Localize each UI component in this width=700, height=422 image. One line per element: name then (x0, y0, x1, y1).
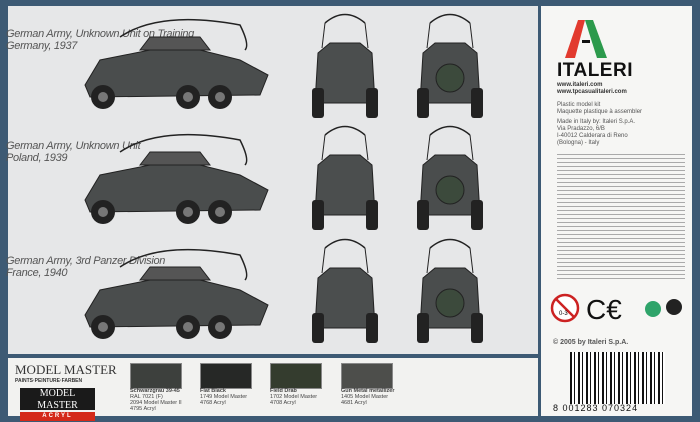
barcode (570, 352, 665, 404)
maker-address: Made in Italy by: Italeri S.p.A.Via Prad… (557, 119, 635, 147)
vehicle-side-view (84, 248, 269, 340)
vehicle-illustrations (84, 13, 484, 344)
paint-code: 2094 Model Master II (130, 400, 182, 406)
model-master-logo: MODEL MASTER (15, 362, 117, 377)
website-link[interactable]: www.italeri.com (557, 82, 603, 88)
paint-swatch (270, 363, 322, 389)
paint-swatch (130, 363, 182, 389)
paint-swatch (341, 363, 393, 389)
model-master-acryl-logo: MODEL MASTER ACRYL (20, 388, 95, 421)
vehicle-front-view (311, 13, 379, 119)
paint-swatch (200, 363, 252, 389)
maker-line: I-40012 Calderara di Reno (557, 133, 628, 139)
pct-mark-icon (666, 299, 682, 315)
svg-text:0-3: 0-3 (559, 311, 568, 317)
caption-line: Germany, 1937 (6, 40, 78, 52)
caption-line: Poland, 1939 (6, 152, 68, 164)
paint-code: 1405 Model Master (341, 394, 389, 400)
maker-line: Via Pradazzo, 6/B (557, 126, 605, 132)
caption-line: France, 1940 (6, 267, 68, 279)
vehicle-rear-view (416, 238, 484, 344)
product-line: Plastic model kit (557, 102, 601, 108)
paint-name: Gun Metal metallizer (341, 388, 395, 394)
paint-code: 4708 Acryl (270, 400, 296, 406)
green-dot-icon (645, 301, 661, 317)
brand-name: ITALERI (557, 60, 633, 81)
barcode-number: 8 001283 070324 (553, 403, 639, 413)
acryl-logo-brand: MODEL MASTER (37, 388, 78, 411)
paint-name: Flat Black (200, 388, 226, 394)
website-link[interactable]: www.tpcasualitaleri.com (557, 89, 627, 95)
paint-code: 4795 Acryl (130, 406, 156, 412)
vehicle-rear-view (416, 125, 484, 231)
certification-icons: 0-3 C€ (550, 293, 682, 325)
paint-code: 1749 Model Master (200, 394, 248, 400)
product-line: Maquette plastique à assembler (557, 109, 643, 115)
maker-line: Made in Italy by: Italeri S.p.A. (557, 119, 636, 125)
vehicle-side-view (84, 18, 269, 110)
ce-mark-icon: C€ (586, 294, 622, 325)
paint-code: 1702 Model Master (270, 394, 318, 400)
vehicle-front-view (311, 125, 379, 231)
maker-line: (Bologna) - Italy (557, 140, 600, 146)
warning-text-block (557, 152, 685, 282)
vehicle-front-view (311, 238, 379, 344)
paint-name: Schwarzgrau 39-45 (130, 388, 180, 394)
copyright: © 2005 by Italeri S.p.A. (553, 339, 629, 346)
caption-line: German Army, Unknown Unit (6, 140, 141, 152)
paint-code: RAL 7021 (F) (130, 394, 163, 400)
paint-tagline: PAINTS·PEINTURE·FARBEN (15, 378, 83, 384)
acryl-label: ACRYL (20, 412, 95, 421)
vehicle-rear-view (416, 13, 484, 119)
paint-name: Field Drab (270, 388, 297, 394)
vehicle-side-view (84, 133, 269, 225)
paint-code: 4768 Acryl (200, 400, 226, 406)
paint-code: 4681 Acryl (341, 400, 367, 406)
italeri-logo-icon (565, 20, 607, 58)
caption-line: German Army, Unknown Unit on Training (6, 28, 194, 40)
